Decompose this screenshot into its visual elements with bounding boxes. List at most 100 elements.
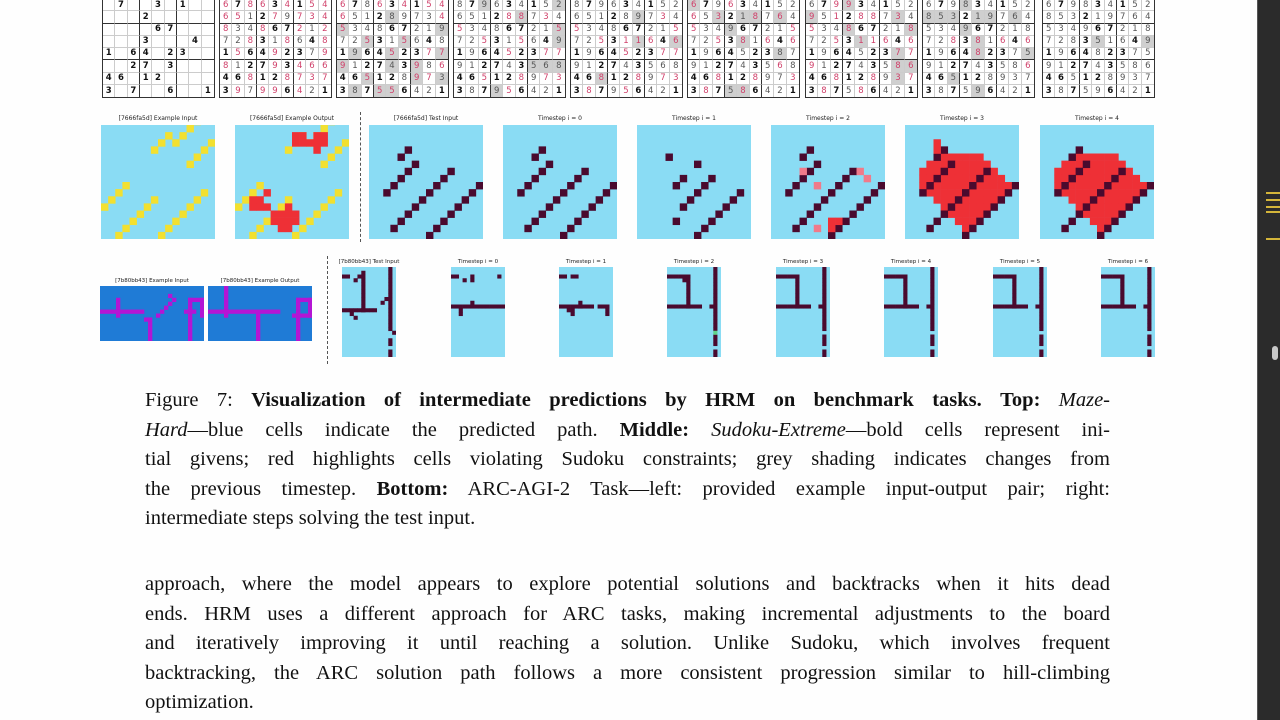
sudoku-cell: 7 (293, 11, 307, 24)
sudoku-cell: 7 (607, 60, 621, 73)
sudoku-cell: 4 (318, 11, 331, 24)
annotation-marker[interactable] (1266, 211, 1280, 213)
sudoku-cell: 2 (644, 23, 658, 36)
sudoku-cell: 3 (1043, 84, 1056, 97)
sudoku-cell: 8 (855, 11, 868, 24)
sudoku-cell: 6 (306, 60, 319, 73)
sudoku-cell: 4 (1141, 11, 1154, 24)
annotation-marker[interactable] (1266, 192, 1280, 194)
sudoku-cell: 4 (595, 23, 608, 36)
sudoku-cell: 1 (724, 72, 738, 85)
sudoku-cell: 6 (435, 60, 448, 73)
sudoku-cell: 7 (724, 60, 738, 73)
sudoku-cell (115, 35, 128, 49)
sudoku-cell: 5 (361, 35, 374, 49)
sudoku-cell: 3 (1116, 48, 1130, 61)
arc-panel (667, 267, 721, 362)
sudoku-cell: 8 (842, 23, 856, 36)
sudoku-cell: 4 (571, 72, 584, 85)
sudoku-cell (177, 84, 190, 97)
sudoku-cell: 2 (373, 11, 387, 24)
sudoku-cell: 2 (478, 60, 491, 73)
sudoku-cell: 3 (1055, 23, 1068, 36)
annotation-marker[interactable] (1266, 206, 1280, 208)
sudoku-cell: 8 (1129, 60, 1142, 73)
sudoku-cell: 4 (1043, 72, 1056, 85)
body-line: approach, where the model appears to exp… (145, 573, 1110, 595)
sudoku-cell: 5 (527, 60, 541, 73)
sudoku-cell: 2 (947, 60, 960, 73)
sudoku-cell: 8 (423, 60, 436, 73)
sudoku-cell: 4 (904, 11, 917, 24)
sudoku-cell: 2 (1067, 60, 1080, 73)
sudoku-cell: 7 (904, 48, 917, 61)
sudoku-cell (164, 72, 177, 85)
sudoku-cell: 3 (632, 60, 645, 73)
sudoku-cell: 2 (318, 24, 331, 36)
sudoku-cell: 8 (632, 72, 645, 85)
sudoku-cell: 7 (1021, 73, 1034, 85)
sudoku-cell: 3 (620, 0, 633, 12)
sudoku-cell: 3 (1129, 72, 1142, 85)
sudoku-cell: 2 (632, 48, 645, 61)
sudoku-cell: 7 (540, 48, 553, 61)
caption-top-label: Top: (1000, 389, 1041, 411)
sudoku-cell: 4 (373, 48, 387, 61)
sudoku-cell (152, 35, 165, 49)
sudoku-cell: 8 (583, 84, 596, 97)
sudoku-cell: 5 (349, 11, 362, 24)
sudoku-cell: 6 (1092, 23, 1105, 36)
arc-panel-title: Timestep i = 6 (1107, 259, 1149, 265)
sudoku-cell: 6 (1129, 11, 1142, 24)
sudoku-cell (201, 0, 214, 12)
sudoku-cell: 6 (399, 84, 411, 97)
sudoku-cell: 8 (1067, 35, 1080, 49)
sudoku-cell: 8 (318, 36, 331, 49)
sudoku-cell: 8 (515, 72, 528, 85)
scrollbar-thumb[interactable] (1272, 346, 1278, 360)
sudoku-cell: 5 (923, 23, 936, 36)
sudoku-cell: 4 (997, 84, 1010, 97)
annotation-marker[interactable] (1266, 238, 1280, 240)
arc-panel-title: Timestep i = 2 (806, 115, 850, 122)
sudoku-cell (176, 72, 190, 85)
sudoku-cell: 9 (281, 11, 294, 24)
sudoku-cell (189, 11, 202, 24)
sudoku-cell: 6 (337, 11, 350, 24)
sudoku-cell: 1 (306, 23, 319, 36)
sudoku-cell: 7 (139, 60, 153, 73)
sudoku-cell: 2 (1129, 84, 1142, 97)
sudoku-cell (103, 60, 116, 73)
sudoku-cell: 1 (1092, 11, 1105, 24)
sudoku-cell: 7 (935, 0, 948, 12)
sudoku-cell: 6 (516, 84, 528, 97)
sudoku-cell: 4 (528, 84, 541, 97)
sudoku-cell: 9 (700, 48, 713, 61)
sudoku-cell: 2 (1104, 48, 1117, 61)
sudoku-cell: 8 (818, 84, 831, 97)
sudoku-cell: 5 (996, 60, 1010, 73)
sudoku-cell: 6 (361, 48, 374, 61)
sudoku-cell: 9 (984, 11, 997, 24)
sudoku-cell: 9 (435, 23, 448, 36)
arc-panel-title: [7666fa5d] Example Output (249, 115, 335, 122)
sudoku-cell: 2 (466, 35, 479, 49)
sudoku-cell: 8 (490, 23, 504, 36)
sudoku-cell: 2 (786, 0, 799, 12)
sudoku-cell: 4 (830, 23, 843, 36)
sudoku-cell: 8 (1141, 24, 1154, 36)
sudoku-cell: 7 (749, 23, 762, 36)
sudoku-cell: 4 (318, 0, 331, 12)
sudoku-cell: 3 (1009, 72, 1022, 85)
scrollbar-panel[interactable] (1257, 0, 1280, 720)
annotation-marker[interactable] (1266, 199, 1280, 201)
sudoku-cell: 1 (818, 60, 831, 73)
sudoku-cell: 2 (595, 60, 608, 73)
sudoku-cell: 2 (152, 72, 165, 85)
sudoku-cell: 6 (269, 23, 282, 36)
sudoku-cell (189, 23, 202, 36)
sudoku-cell: 8 (867, 11, 880, 24)
sudoku-cell: 4 (1067, 23, 1080, 36)
sudoku-cell: 3 (583, 23, 596, 36)
